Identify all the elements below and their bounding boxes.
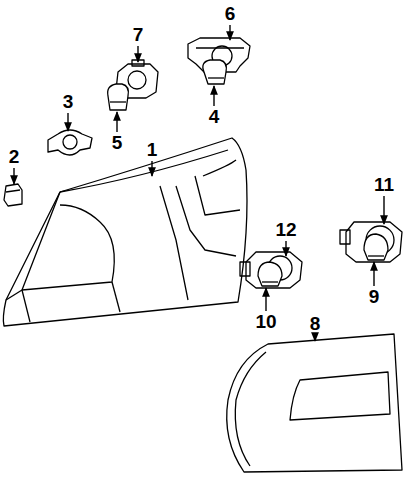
callout-number: 12 (275, 220, 296, 240)
callout-number: 2 (9, 147, 20, 167)
callout-number: 11 (374, 175, 394, 195)
callout-number: 6 (225, 4, 236, 24)
callout-number: 10 (255, 312, 276, 332)
callout-number: 1 (147, 140, 158, 160)
callout-number: 8 (310, 314, 321, 334)
leader-arrows (14, 25, 384, 341)
callout-number: 9 (369, 287, 380, 307)
callout-number: 7 (133, 25, 144, 45)
callout-number: 3 (63, 92, 74, 112)
callout-number: 5 (112, 133, 123, 153)
callout-number: 4 (209, 107, 220, 127)
